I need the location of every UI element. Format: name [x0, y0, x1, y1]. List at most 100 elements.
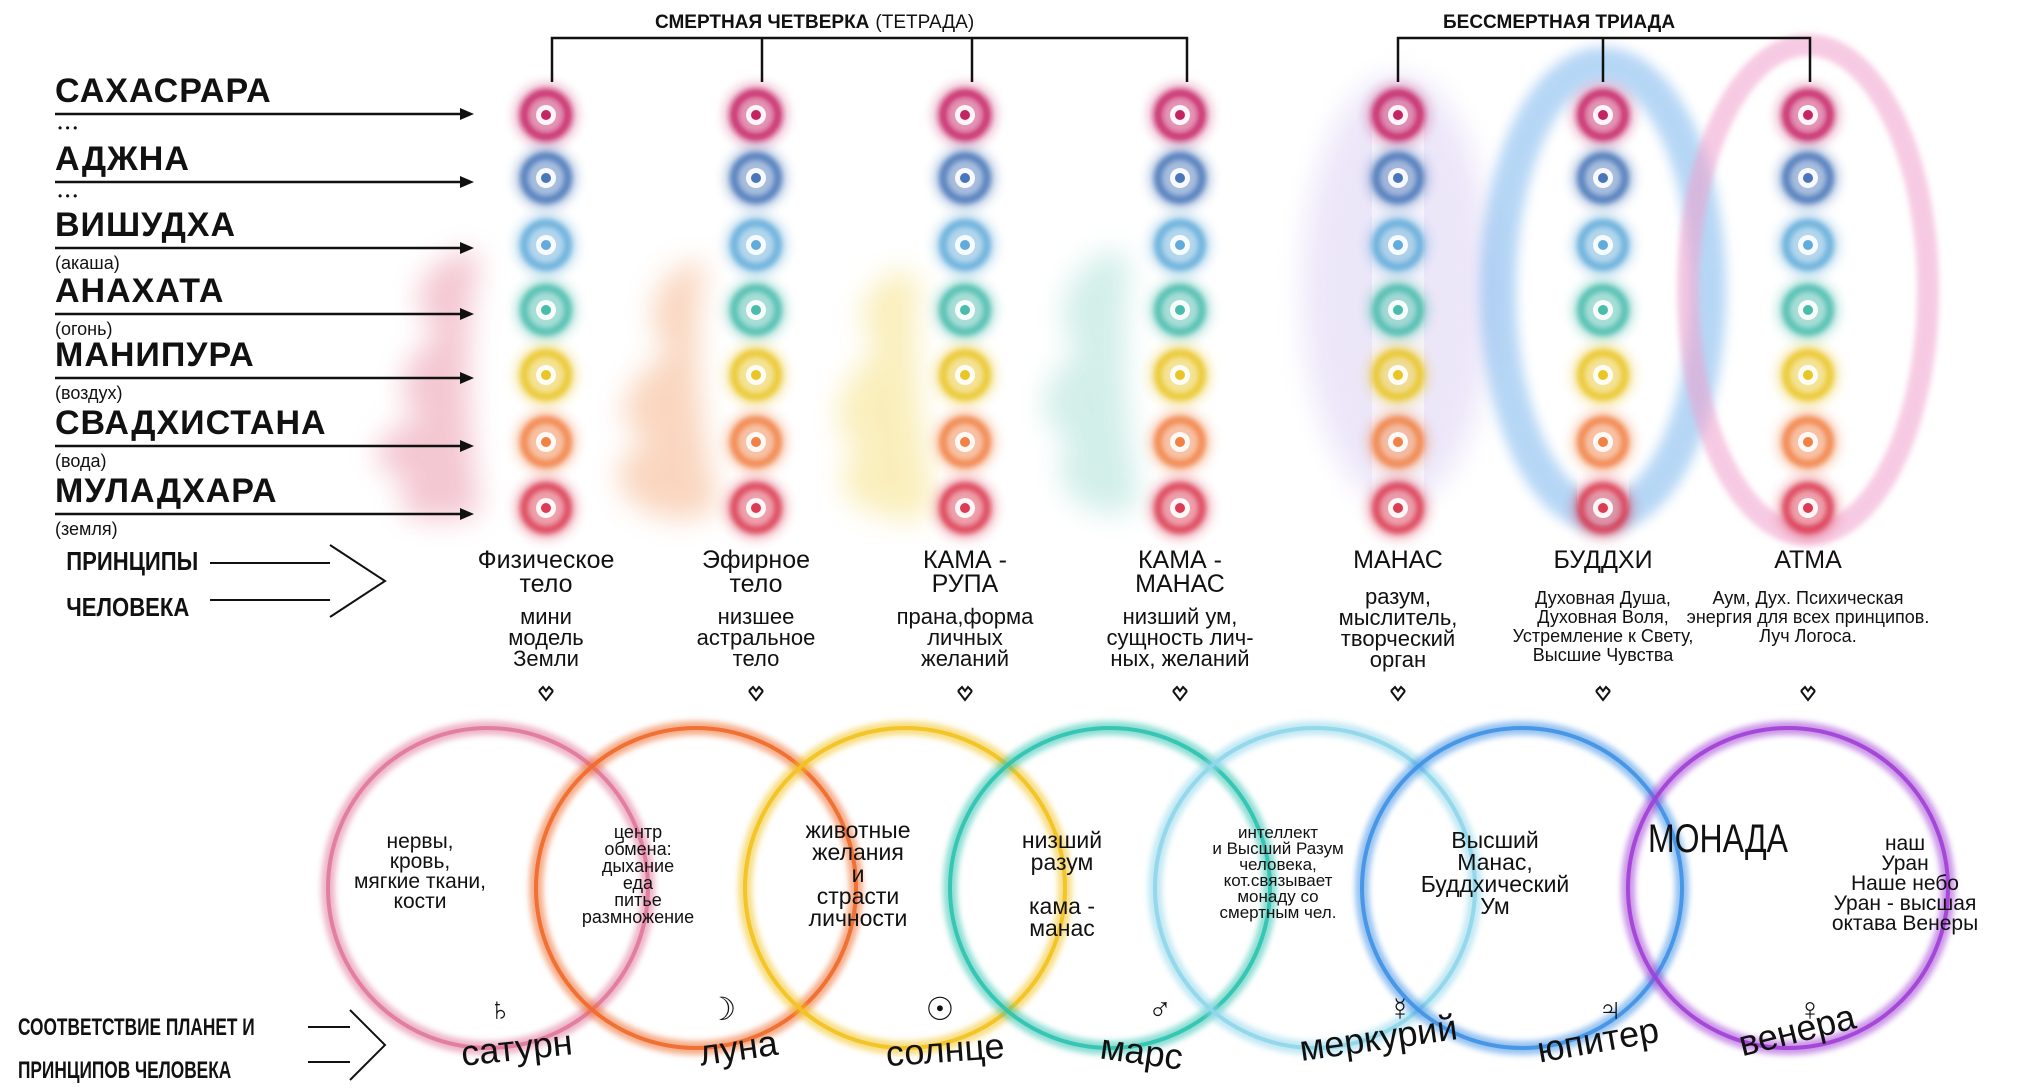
correspondence-arrow-head — [350, 1010, 385, 1080]
planet-symbol-1: ♄ — [488, 991, 512, 1027]
circle-text-line: личности — [809, 905, 908, 931]
aura-silhouette-2 — [619, 260, 720, 520]
planet-circle-3 — [745, 728, 1065, 1048]
chakra-name: ВИШУДХА — [55, 206, 236, 244]
planet-symbol-3: ☉ — [926, 991, 955, 1027]
chakra-dot — [1803, 437, 1813, 447]
chakra-name: МУЛАДХАРА — [55, 472, 278, 510]
principle-desc: Аум, Дух. Психическая — [1712, 588, 1903, 608]
chakra-name: АДЖНА — [55, 140, 190, 178]
chakra-dot — [751, 503, 761, 513]
planet-name-1: сатурн — [459, 1021, 574, 1073]
principle-title: тело — [729, 570, 782, 598]
circle-text-line: манас — [1029, 915, 1095, 941]
principles-label-line2: ЧЕЛОВЕКА — [66, 593, 189, 622]
circle-text-7: нашУранНаше небоУран - высшаяоктава Вене… — [1832, 832, 1978, 935]
chakra-dot — [751, 370, 761, 380]
circle-text-line: разум — [1031, 849, 1094, 875]
chakra-arrow-head — [460, 108, 474, 120]
chakra-dot — [541, 437, 551, 447]
chakra-dot — [751, 437, 761, 447]
principle-title: РУПА — [932, 570, 999, 598]
principles-arrow-head — [330, 545, 385, 617]
chakra-dot — [751, 305, 761, 315]
principle-column-3 — [935, 85, 995, 538]
circle-text-line: смертным чел. — [1220, 903, 1337, 922]
chakra-dot — [541, 110, 551, 120]
chakra-dot — [1175, 240, 1185, 250]
principle-2: Эфирноетелонизшееастральноетело — [697, 546, 816, 700]
chakra-dot — [751, 240, 761, 250]
principle-title: тело — [519, 570, 572, 598]
chakra-label-3: ВИШУДХА(акаша) — [55, 206, 236, 273]
circle-text-line: октава Венеры — [1832, 912, 1978, 935]
chakra-dot — [1598, 437, 1608, 447]
planet-symbol-4: ♂ — [1148, 991, 1172, 1027]
chakra-dot — [541, 240, 551, 250]
chakra-columns — [516, 85, 1838, 538]
chakra-dot — [1175, 173, 1185, 183]
chakra-dot — [541, 370, 551, 380]
aura-silhouette-4 — [1045, 250, 1140, 515]
circle-text-6: ВысшийМанас,БуддхическийУм — [1421, 827, 1570, 919]
chakra-dot — [1803, 240, 1813, 250]
circle-text-5: интеллекти Высший Разумчеловека,кот.связ… — [1212, 823, 1343, 922]
principle-desc: Духовная Душа, — [1535, 588, 1671, 608]
chakra-dot — [960, 173, 970, 183]
chakra-name: САХАСРАРА — [55, 72, 272, 110]
chakra-label-6: СВАДХИСТАНА(вода) — [55, 404, 327, 471]
principle-down-marker — [749, 687, 763, 700]
planet-name-6: юпитер — [1534, 1009, 1662, 1071]
principle-desc: желаний — [921, 646, 1009, 671]
principle-column-4 — [1150, 85, 1210, 538]
principle-column-6 — [1573, 85, 1633, 538]
principle-down-marker — [539, 687, 553, 700]
chakra-dot — [1393, 437, 1403, 447]
circle-text-2: центробмена:дыханиеедапитьеразмножение — [582, 822, 694, 927]
chakra-dot — [1598, 305, 1608, 315]
mortal-bracket — [552, 38, 1187, 82]
principle-column-1 — [516, 85, 576, 538]
chakra-dot — [1393, 110, 1403, 120]
principle-desc: орган — [1370, 647, 1426, 672]
chakra-dot — [1803, 305, 1813, 315]
chakra-dot — [541, 503, 551, 513]
chakra-label-2: АДЖНА • • • — [55, 140, 190, 203]
principle-column-2 — [726, 85, 786, 538]
planet-circle-2 — [536, 728, 856, 1048]
principle-down-marker — [1391, 687, 1405, 700]
principle-down-marker — [1173, 687, 1187, 700]
principle-title: МАНАС — [1353, 546, 1443, 574]
principle-column-7 — [1778, 85, 1838, 538]
planet-circles — [328, 728, 1948, 1048]
principle-1: ФизическоетеломинимодельЗемли — [478, 546, 615, 700]
circle-text-1: нервы,кровь,мягкие ткани,кости — [354, 830, 486, 913]
planet-name-3: солнце — [884, 1025, 1005, 1074]
principle-desc: ных, желаний — [1110, 646, 1249, 671]
chakra-dot — [1598, 503, 1608, 513]
chakra-dot — [960, 110, 970, 120]
chakra-dot — [1393, 173, 1403, 183]
circle-text-line: кости — [394, 890, 447, 913]
chakra-dot — [541, 305, 551, 315]
chakra-dots: • • • — [58, 189, 77, 203]
chakra-dot — [1393, 305, 1403, 315]
mortal-tetrad-title: СМЕРТНАЯ ЧЕТВЕРКА(ТЕТРАДА) — [655, 12, 974, 33]
circle-text-line: размножение — [582, 907, 694, 927]
chakra-label-5: МАНИПУРА(воздух) — [55, 336, 255, 403]
principle-desc: Земли — [513, 646, 579, 671]
chakra-dot — [960, 437, 970, 447]
chakra-name: АНАХАТА — [55, 272, 224, 310]
chakra-dot — [960, 240, 970, 250]
principle-desc: Луч Логоса. — [1759, 626, 1856, 646]
aura-silhouette-3 — [838, 270, 935, 520]
chakra-dot — [751, 173, 761, 183]
correspondence-label-line1: СООТВЕТСТВИЕ ПЛАНЕТ И — [18, 1014, 255, 1040]
principles-label-line1: ПРИНЦИПЫ — [66, 547, 198, 576]
